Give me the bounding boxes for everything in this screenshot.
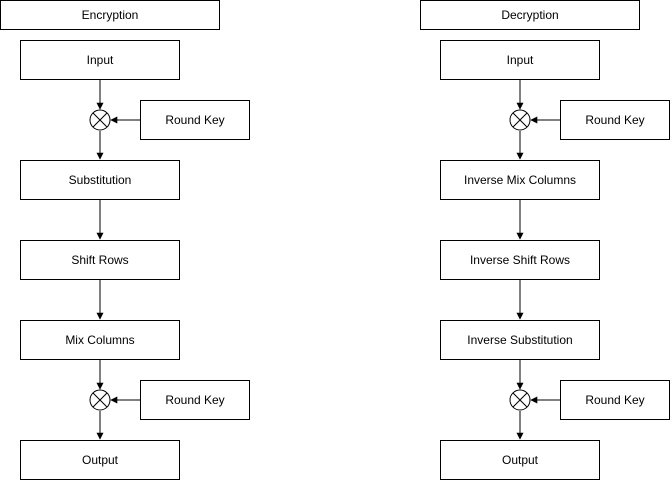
encryption-mix-columns-box: Mix Columns (20, 320, 180, 360)
decryption-title: Decryption (420, 0, 640, 30)
decryption-round-key-box: Round Key (560, 100, 670, 140)
decryption-inverse-shift-rows-box: Inverse Shift Rows (440, 240, 600, 280)
encryption-shift-rows-box: Shift Rows (20, 240, 180, 280)
encryption-connectors (89, 80, 140, 440)
encryption-title: Encryption (0, 0, 220, 30)
xor-icon (509, 389, 531, 411)
decryption-output-box: Output (440, 440, 600, 480)
encryption-input-box: Input (20, 40, 180, 80)
decryption-round-key-box: Round Key (560, 380, 670, 420)
xor-icon (89, 109, 111, 131)
xor-icon (89, 389, 111, 411)
decryption-inverse-substitution-box: Inverse Substitution (440, 320, 600, 360)
encryption-substitution-box: Substitution (20, 160, 180, 200)
encryption-round-key-box: Round Key (140, 380, 250, 420)
encryption-round-key-box: Round Key (140, 100, 250, 140)
xor-icon (509, 109, 531, 131)
decryption-input-box: Input (440, 40, 600, 80)
decryption-inverse-mix-columns-box: Inverse Mix Columns (440, 160, 600, 200)
decryption-connectors (509, 80, 560, 440)
encryption-output-box: Output (20, 440, 180, 480)
